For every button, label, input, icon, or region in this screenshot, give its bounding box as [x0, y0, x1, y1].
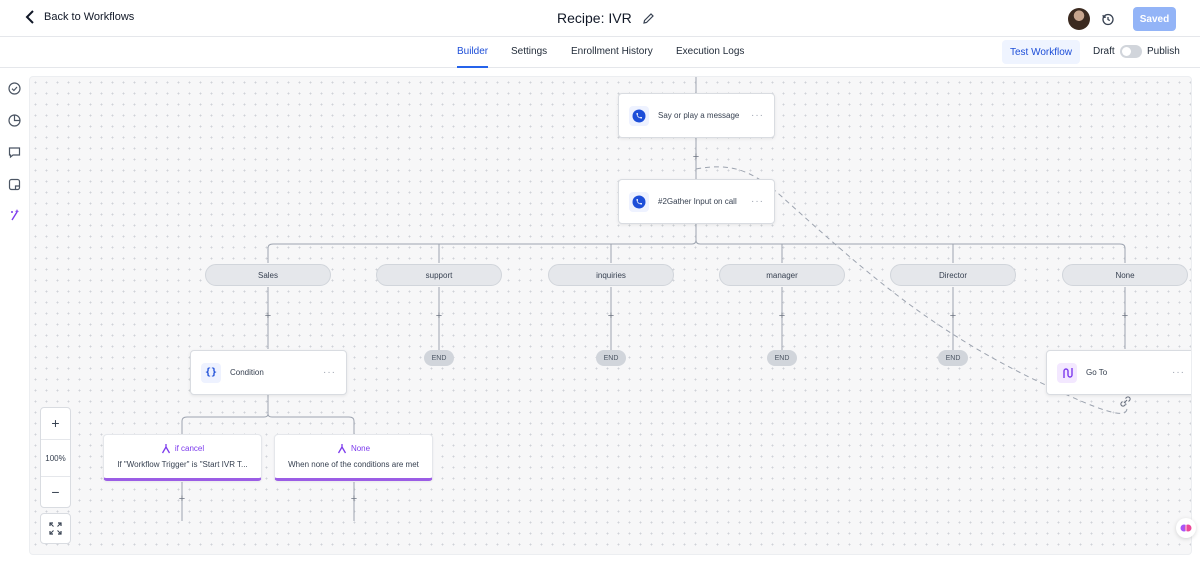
- workflow-canvas[interactable]: Say or play a message ··· + #2Gather Inp…: [29, 76, 1192, 555]
- node-go-to[interactable]: Go To ···: [1046, 350, 1191, 395]
- branch-pill-support[interactable]: support: [376, 264, 502, 286]
- history-icon[interactable]: [1101, 12, 1115, 26]
- comment-icon[interactable]: [8, 146, 21, 159]
- assistant-button[interactable]: [1176, 518, 1196, 538]
- end-pill: END: [767, 350, 797, 366]
- pencil-icon[interactable]: [642, 12, 655, 25]
- branch-pill-none[interactable]: None: [1062, 264, 1188, 286]
- recipe-title-group: Recipe: IVR: [557, 10, 655, 26]
- top-bar: Back to Workflows Recipe: IVR Saved: [0, 0, 1200, 37]
- node-gather-input[interactable]: #2Gather Input on call ···: [618, 179, 775, 224]
- node-say-label: Say or play a message: [658, 111, 740, 120]
- tab-execution-logs[interactable]: Execution Logs: [676, 46, 745, 57]
- goto-icon: [1057, 362, 1077, 383]
- test-workflow-button[interactable]: Test Workflow: [1002, 40, 1080, 64]
- branch-split-icon: [161, 444, 170, 454]
- add-step-plus[interactable]: +: [778, 310, 786, 322]
- draft-label: Draft: [1093, 46, 1115, 57]
- tabs-bar: Builder Settings Enrollment History Exec…: [0, 37, 1200, 68]
- brain-icon: [1180, 524, 1192, 532]
- branch-split-icon: [337, 444, 346, 454]
- branch-pill-director[interactable]: Director: [890, 264, 1016, 286]
- node-condition[interactable]: {} Condition ···: [190, 350, 347, 395]
- add-step-plus[interactable]: +: [350, 493, 358, 505]
- node-goto-label: Go To: [1086, 368, 1108, 377]
- more-options-icon[interactable]: ···: [751, 109, 764, 121]
- braces-icon: {}: [201, 362, 221, 383]
- add-step-plus[interactable]: +: [264, 310, 272, 322]
- unlink-icon[interactable]: [1119, 395, 1132, 408]
- publish-toggle[interactable]: [1120, 45, 1142, 58]
- condition-branch-if-cancel[interactable]: if cancel If "Workflow Trigger" is "Star…: [103, 434, 262, 481]
- divider: [41, 439, 70, 440]
- saved-button[interactable]: Saved: [1133, 7, 1176, 31]
- node-gather-label: #2Gather Input on call: [658, 197, 737, 206]
- avatar[interactable]: [1068, 8, 1090, 30]
- branch-title: None: [350, 444, 371, 453]
- divider: [41, 476, 70, 477]
- chevron-left-icon: [25, 10, 34, 24]
- back-label: Back to Workflows: [44, 11, 135, 23]
- publish-label: Publish: [1147, 46, 1180, 57]
- add-step-plus[interactable]: +: [607, 310, 615, 322]
- branch-pill-manager[interactable]: manager: [719, 264, 845, 286]
- add-step-plus[interactable]: +: [1121, 310, 1129, 322]
- expand-icon: [49, 522, 62, 535]
- zoom-out-button[interactable]: −: [51, 484, 60, 500]
- zoom-in-button[interactable]: +: [51, 415, 60, 431]
- page-title: Recipe: IVR: [557, 10, 632, 26]
- pie-chart-icon[interactable]: [8, 114, 21, 127]
- connector-lines: [181, 77, 1128, 521]
- end-pill: END: [424, 350, 454, 366]
- tab-enrollment-history[interactable]: Enrollment History: [571, 46, 653, 57]
- node-say-message[interactable]: Say or play a message ···: [618, 93, 775, 138]
- fit-view-button[interactable]: [40, 513, 71, 544]
- active-tab-indicator: [457, 66, 488, 68]
- end-pill: END: [596, 350, 626, 366]
- check-circle-icon[interactable]: [8, 82, 21, 95]
- end-pill: END: [938, 350, 968, 366]
- branch-pill-sales[interactable]: Sales: [205, 264, 331, 286]
- tab-settings[interactable]: Settings: [511, 46, 548, 57]
- branch-title: if cancel: [174, 444, 205, 453]
- add-step-plus[interactable]: +: [692, 151, 700, 163]
- add-step-plus[interactable]: +: [178, 493, 186, 505]
- back-to-workflows-link[interactable]: Back to Workflows: [24, 10, 134, 24]
- branch-subtitle: When none of the conditions are met: [288, 460, 419, 469]
- more-options-icon[interactable]: ···: [1172, 366, 1185, 378]
- tab-builder[interactable]: Builder: [457, 46, 489, 57]
- note-icon[interactable]: [8, 178, 21, 191]
- more-options-icon[interactable]: ···: [323, 366, 336, 378]
- sparkle-icon[interactable]: [8, 208, 21, 221]
- phone-icon: [629, 105, 649, 126]
- add-step-plus[interactable]: +: [435, 310, 443, 322]
- branch-subtitle: If "Workflow Trigger" is "Start IVR T...: [117, 460, 248, 469]
- node-condition-label: Condition: [230, 368, 264, 377]
- add-step-plus[interactable]: +: [949, 310, 957, 322]
- zoom-controls: + 100% −: [40, 407, 71, 508]
- phone-icon: [629, 191, 649, 212]
- condition-branch-none[interactable]: None When none of the conditions are met: [274, 434, 433, 481]
- more-options-icon[interactable]: ···: [751, 195, 764, 207]
- branch-pill-inquiries[interactable]: inquiries: [548, 264, 674, 286]
- zoom-level: 100%: [45, 454, 66, 463]
